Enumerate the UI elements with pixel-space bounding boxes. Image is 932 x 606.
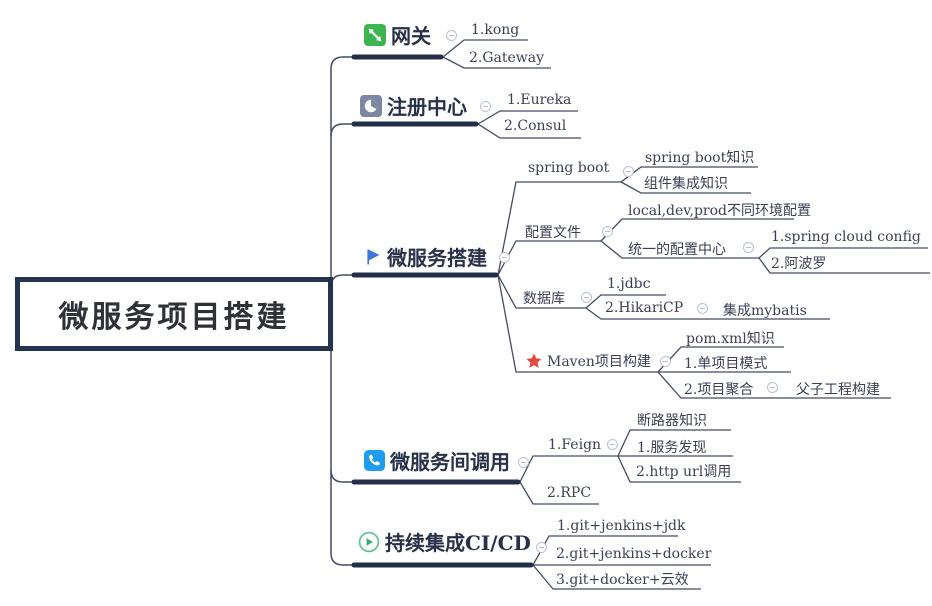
topic-eureka[interactable]: 1.Eureka <box>507 92 571 108</box>
topic-consul[interactable]: 2.Consul <box>504 118 566 134</box>
topic-label: spring boot <box>528 160 610 176</box>
topic-label: 网关 <box>391 24 431 48</box>
topic-label: 统一的配置中心 <box>628 242 726 258</box>
collapse-toggle[interactable] <box>623 166 634 177</box>
topic-label: 集成mybatis <box>723 303 807 319</box>
topic-label: 微服务搭建 <box>387 246 487 270</box>
collapse-toggle[interactable] <box>446 30 457 41</box>
topic-label: 2.Gateway <box>469 50 545 66</box>
topic-gateway-impl[interactable]: 2.Gateway <box>469 50 544 66</box>
topic-maven-build[interactable]: Maven项目构建 <box>526 351 651 371</box>
topic-env-config[interactable]: local,dev,prod不同环境配置 <box>628 200 811 220</box>
topic-hikaricp[interactable]: 2.HikariCP <box>605 300 683 316</box>
clock-icon <box>360 94 382 117</box>
star-icon <box>526 353 542 369</box>
topic-git-jenkins-docker[interactable]: 2.git+jenkins+docker <box>556 546 711 562</box>
topic-spring-cloud-config[interactable]: 1.spring cloud config <box>771 229 921 245</box>
topic-label: 1.jdbc <box>607 276 651 292</box>
topic-kong[interactable]: 1.kong <box>471 22 519 38</box>
topic-microservice-setup[interactable]: 微服务搭建 <box>364 242 487 271</box>
topic-component-integration[interactable]: 组件集成知识 <box>644 173 728 193</box>
collapse-toggle[interactable] <box>607 439 618 450</box>
topic-label: 配置文件 <box>525 225 581 241</box>
topic-http-url-call[interactable]: 2.http url调用 <box>636 461 731 481</box>
topic-label: 1.spring cloud config <box>771 229 921 245</box>
topic-label: 2.http url调用 <box>636 464 732 480</box>
topic-label: 2.git+jenkins+docker <box>556 546 712 562</box>
play-circle-icon <box>358 531 380 553</box>
topic-label: 组件集成知识 <box>644 176 728 192</box>
topic-label: 2.阿波罗 <box>771 256 827 272</box>
topic-interservice-call[interactable]: 微服务间调用 <box>364 446 510 475</box>
topic-label: 2.RPC <box>547 485 592 501</box>
collapse-toggle[interactable] <box>480 101 491 112</box>
topic-parent-child-build[interactable]: 父子工程构建 <box>796 379 880 399</box>
topic-label: local,dev,prod不同环境配置 <box>628 203 812 219</box>
collapse-toggle[interactable] <box>518 457 529 468</box>
topic-label: 1.Feign <box>548 437 602 453</box>
topic-git-jenkins-jdk[interactable]: 1.git+jenkins+jdk <box>557 518 685 534</box>
topic-unified-config-center[interactable]: 统一的配置中心 <box>628 239 726 259</box>
topic-label: 持续集成CI/CD <box>385 531 531 555</box>
topic-label: 2.项目聚合 <box>684 382 754 398</box>
topic-label: 注册中心 <box>387 95 467 119</box>
topic-gateway[interactable]: 网关 <box>364 20 431 49</box>
collapse-toggle[interactable] <box>743 242 754 253</box>
root-topic[interactable]: 微服务项目搭建 <box>15 277 333 351</box>
topic-label: 断路器知识 <box>637 413 707 429</box>
topic-config-file[interactable]: 配置文件 <box>525 222 581 242</box>
flag-icon <box>364 247 382 266</box>
resize-arrows-icon <box>364 23 386 46</box>
topic-label: 微服务间调用 <box>390 450 510 474</box>
collapse-toggle[interactable] <box>660 356 671 367</box>
topic-label: 1.单项目模式 <box>684 356 768 372</box>
topic-database[interactable]: 数据库 <box>523 288 565 308</box>
topic-label: 1.git+jenkins+jdk <box>557 518 686 534</box>
topic-rpc[interactable]: 2.RPC <box>547 485 591 501</box>
topic-git-docker-yunxiao[interactable]: 3.git+docker+云效 <box>556 569 689 589</box>
phone-icon <box>364 450 385 471</box>
topic-label: pom.xml知识 <box>686 331 775 347</box>
topic-label: 1.Eureka <box>507 92 572 108</box>
collapse-toggle[interactable] <box>499 252 510 263</box>
topic-project-aggregation[interactable]: 2.项目聚合 <box>684 379 753 399</box>
topic-label: Maven项目构建 <box>547 354 651 370</box>
topic-ci-cd[interactable]: 持续集成CI/CD <box>358 527 531 556</box>
topic-jdbc[interactable]: 1.jdbc <box>607 276 650 292</box>
collapse-toggle[interactable] <box>697 303 708 314</box>
collapse-toggle[interactable] <box>602 226 613 237</box>
root-topic-label: 微服务项目搭建 <box>58 300 290 335</box>
topic-label: 2.HikariCP <box>605 300 684 316</box>
topic-feign[interactable]: 1.Feign <box>548 437 601 453</box>
topic-pom-xml[interactable]: pom.xml知识 <box>686 328 775 348</box>
collapse-toggle[interactable] <box>767 382 778 393</box>
topic-label: spring boot知识 <box>645 150 755 166</box>
topic-service-discovery[interactable]: 1.服务发现 <box>637 437 706 457</box>
topic-label: 1.服务发现 <box>637 440 707 456</box>
topic-spring-boot-knowledge[interactable]: spring boot知识 <box>645 147 754 167</box>
topic-spring-boot[interactable]: spring boot <box>528 160 609 176</box>
topic-apollo[interactable]: 2.阿波罗 <box>771 253 826 273</box>
collapse-toggle[interactable] <box>536 542 547 553</box>
collapse-toggle[interactable] <box>581 292 592 303</box>
topic-label: 2.Consul <box>504 118 567 134</box>
topic-mybatis-integration[interactable]: 集成mybatis <box>723 300 807 320</box>
topic-circuit-breaker[interactable]: 断路器知识 <box>637 410 707 430</box>
topic-label: 父子工程构建 <box>796 382 880 398</box>
topic-label: 1.kong <box>471 22 520 38</box>
topic-single-project-mode[interactable]: 1.单项目模式 <box>684 353 767 373</box>
topic-label: 3.git+docker+云效 <box>556 572 689 588</box>
topic-label: 数据库 <box>523 291 565 307</box>
topic-registry-center[interactable]: 注册中心 <box>360 91 467 120</box>
